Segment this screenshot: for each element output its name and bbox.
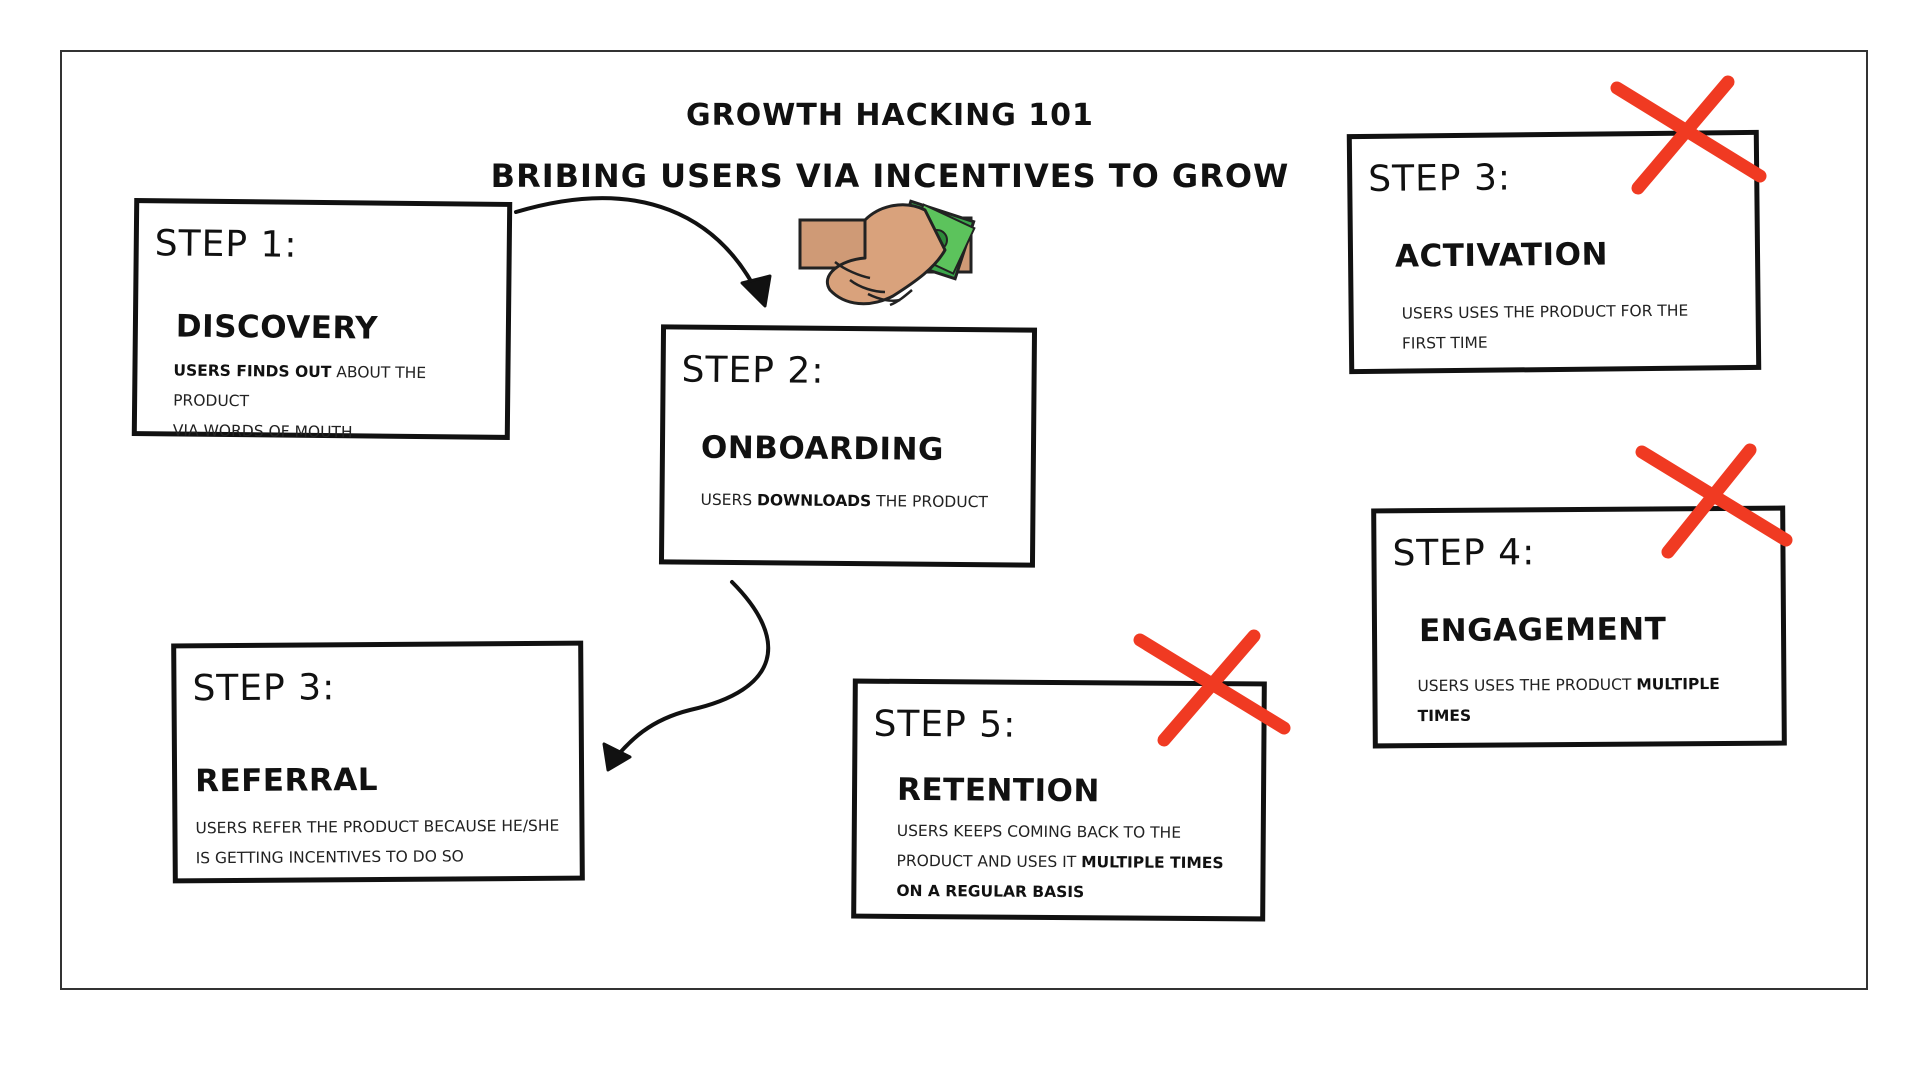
step-card-onboarding: STEP 2: ONBOARDING USERS DOWNLOADS THE P… bbox=[658, 324, 1038, 568]
step-name: ONBOARDING bbox=[700, 429, 945, 468]
desc-text: USERS USES THE PRODUCT bbox=[1417, 675, 1637, 696]
step-card-referral: STEP 3: REFERRAL USERS REFER THE PRODUCT… bbox=[171, 640, 585, 884]
step-description: USERS USES THE PRODUCT FOR THE FIRST TIM… bbox=[1401, 296, 1689, 359]
desc-text: USERS bbox=[700, 490, 758, 510]
step-label: STEP 3: bbox=[192, 667, 336, 710]
step-description: USERS REFER THE PRODUCT BECAUSE HE/SHE I… bbox=[195, 811, 559, 874]
step-label: STEP 3: bbox=[1368, 157, 1512, 200]
desc-bold: TIMES bbox=[1417, 706, 1472, 726]
desc-text: USERS USES THE PRODUCT FOR THE bbox=[1401, 301, 1689, 323]
diagram-frame bbox=[60, 50, 1868, 990]
step-card-discovery: STEP 1: DISCOVERY USERS FINDS OUT ABOUT … bbox=[131, 198, 513, 441]
step-card-engagement: STEP 4: ENGAGEMENT USERS USES THE PRODUC… bbox=[1371, 505, 1787, 749]
step-name: DISCOVERY bbox=[175, 308, 379, 347]
step-description: USERS KEEPS COMING BACK TO THE PRODUCT A… bbox=[896, 816, 1224, 908]
step-label: STEP 5: bbox=[873, 703, 1017, 746]
desc-bold: USERS FINDS OUT bbox=[173, 361, 332, 382]
desc-text: FIRST TIME bbox=[1401, 333, 1488, 353]
step-card-activation: STEP 3: ACTIVATION USERS USES THE PRODUC… bbox=[1346, 129, 1762, 375]
desc-text: THE PRODUCT bbox=[871, 492, 989, 512]
desc-bold: DOWNLOADS bbox=[756, 491, 872, 511]
step-label: STEP 4: bbox=[1392, 532, 1536, 575]
step-card-retention: STEP 5: RETENTION USERS KEEPS COMING BAC… bbox=[851, 678, 1267, 922]
diagram-subtitle: BRIBING USERS VIA INCENTIVES TO GROW bbox=[490, 157, 1290, 195]
step-label: STEP 1: bbox=[154, 223, 298, 266]
desc-bold: ON A REGULAR BASIS bbox=[896, 881, 1085, 902]
desc-text: PRODUCT AND USES IT bbox=[896, 851, 1082, 872]
desc-text: USERS KEEPS COMING BACK TO THE bbox=[896, 821, 1182, 842]
step-name: REFERRAL bbox=[195, 762, 379, 800]
desc-text: USERS REFER THE PRODUCT BECAUSE HE/SHE bbox=[195, 816, 560, 838]
step-label: STEP 2: bbox=[681, 349, 825, 392]
desc-text: VIA WORDS OF MOUTH bbox=[172, 421, 353, 442]
step-name: ACTIVATION bbox=[1394, 236, 1609, 275]
step-name: RETENTION bbox=[896, 771, 1100, 810]
step-description: USERS FINDS OUT ABOUT THE PRODUCT VIA WO… bbox=[173, 355, 506, 448]
desc-bold: MULTIPLE TIMES bbox=[1081, 853, 1224, 873]
step-description: USERS DOWNLOADS THE PRODUCT bbox=[700, 485, 988, 518]
diagram-title: GROWTH HACKING 101 bbox=[686, 98, 1094, 133]
step-description: USERS USES THE PRODUCT MULTIPLE TIMES bbox=[1417, 669, 1720, 731]
desc-bold: MULTIPLE bbox=[1636, 675, 1720, 694]
step-name: ENGAGEMENT bbox=[1418, 611, 1667, 650]
desc-text: IS GETTING INCENTIVES TO DO SO bbox=[195, 847, 464, 868]
